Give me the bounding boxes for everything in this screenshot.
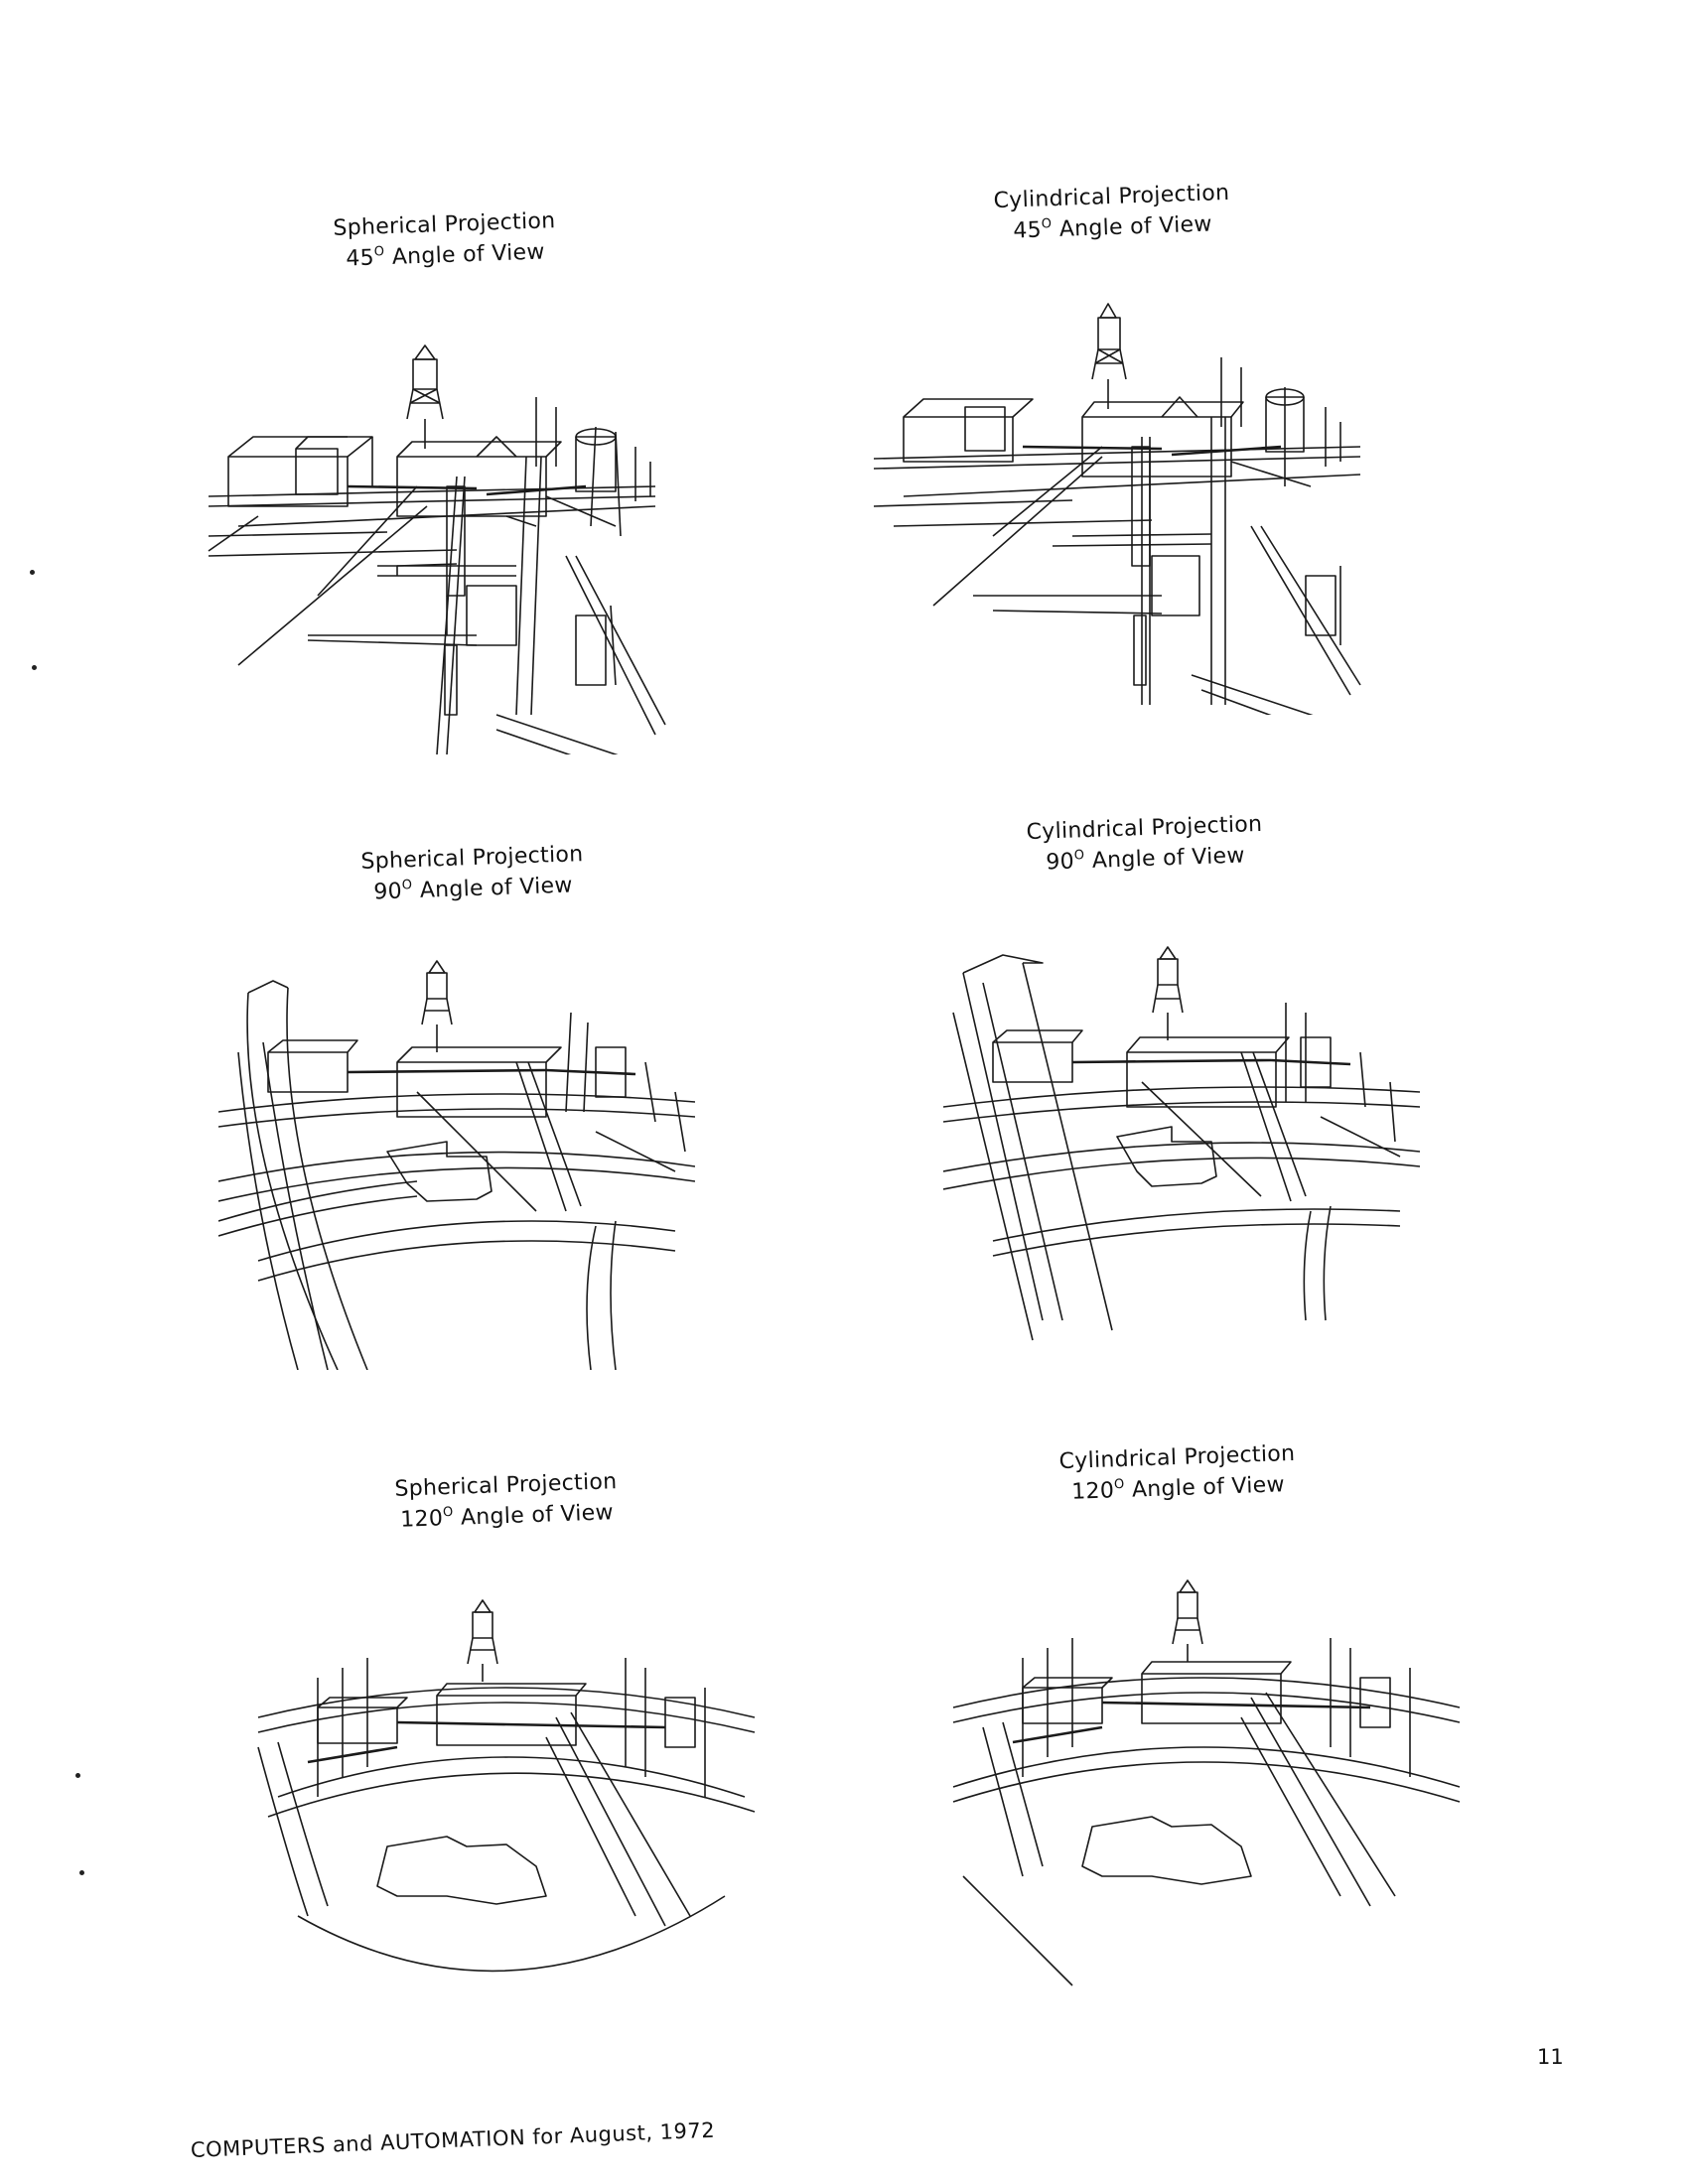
caption-cylindrical-90: Cylindrical Projection 90O Angle of View [975, 810, 1315, 878]
water-tower-icon [421, 960, 453, 1052]
caption-cylindrical-45: Cylindrical Projection 45O Angle of View [942, 179, 1282, 246]
margin-dot [30, 570, 35, 575]
water-tower-icon [1152, 946, 1184, 1040]
wireframe-cylindrical-45 [874, 298, 1370, 715]
water-tower-icon [1091, 303, 1127, 409]
caption-cylindrical-120: Cylindrical Projection 120O Angle of Vie… [1008, 1439, 1347, 1507]
footer-citation: COMPUTERS and AUTOMATION for August, 197… [190, 2117, 716, 2162]
margin-dot [75, 1773, 80, 1778]
water-tower-icon [467, 1599, 498, 1682]
wireframe-spherical-90 [218, 953, 695, 1370]
page-number: 11 [1537, 2045, 1564, 2069]
wireframe-spherical-45 [199, 338, 675, 754]
wireframe-spherical-120 [248, 1598, 765, 2015]
wireframe-cylindrical-90 [943, 943, 1420, 1360]
margin-dot [79, 1870, 84, 1875]
caption-spherical-90: Spherical Projection 90O Angle of View [303, 840, 642, 907]
water-tower-icon [406, 344, 444, 449]
caption-spherical-120: Spherical Projection 120O Angle of View [337, 1467, 676, 1535]
wireframe-cylindrical-120 [943, 1578, 1470, 1995]
caption-spherical-45: Spherical Projection 45O Angle of View [275, 206, 615, 274]
margin-dot [32, 665, 37, 670]
water-tower-icon [1172, 1579, 1203, 1662]
